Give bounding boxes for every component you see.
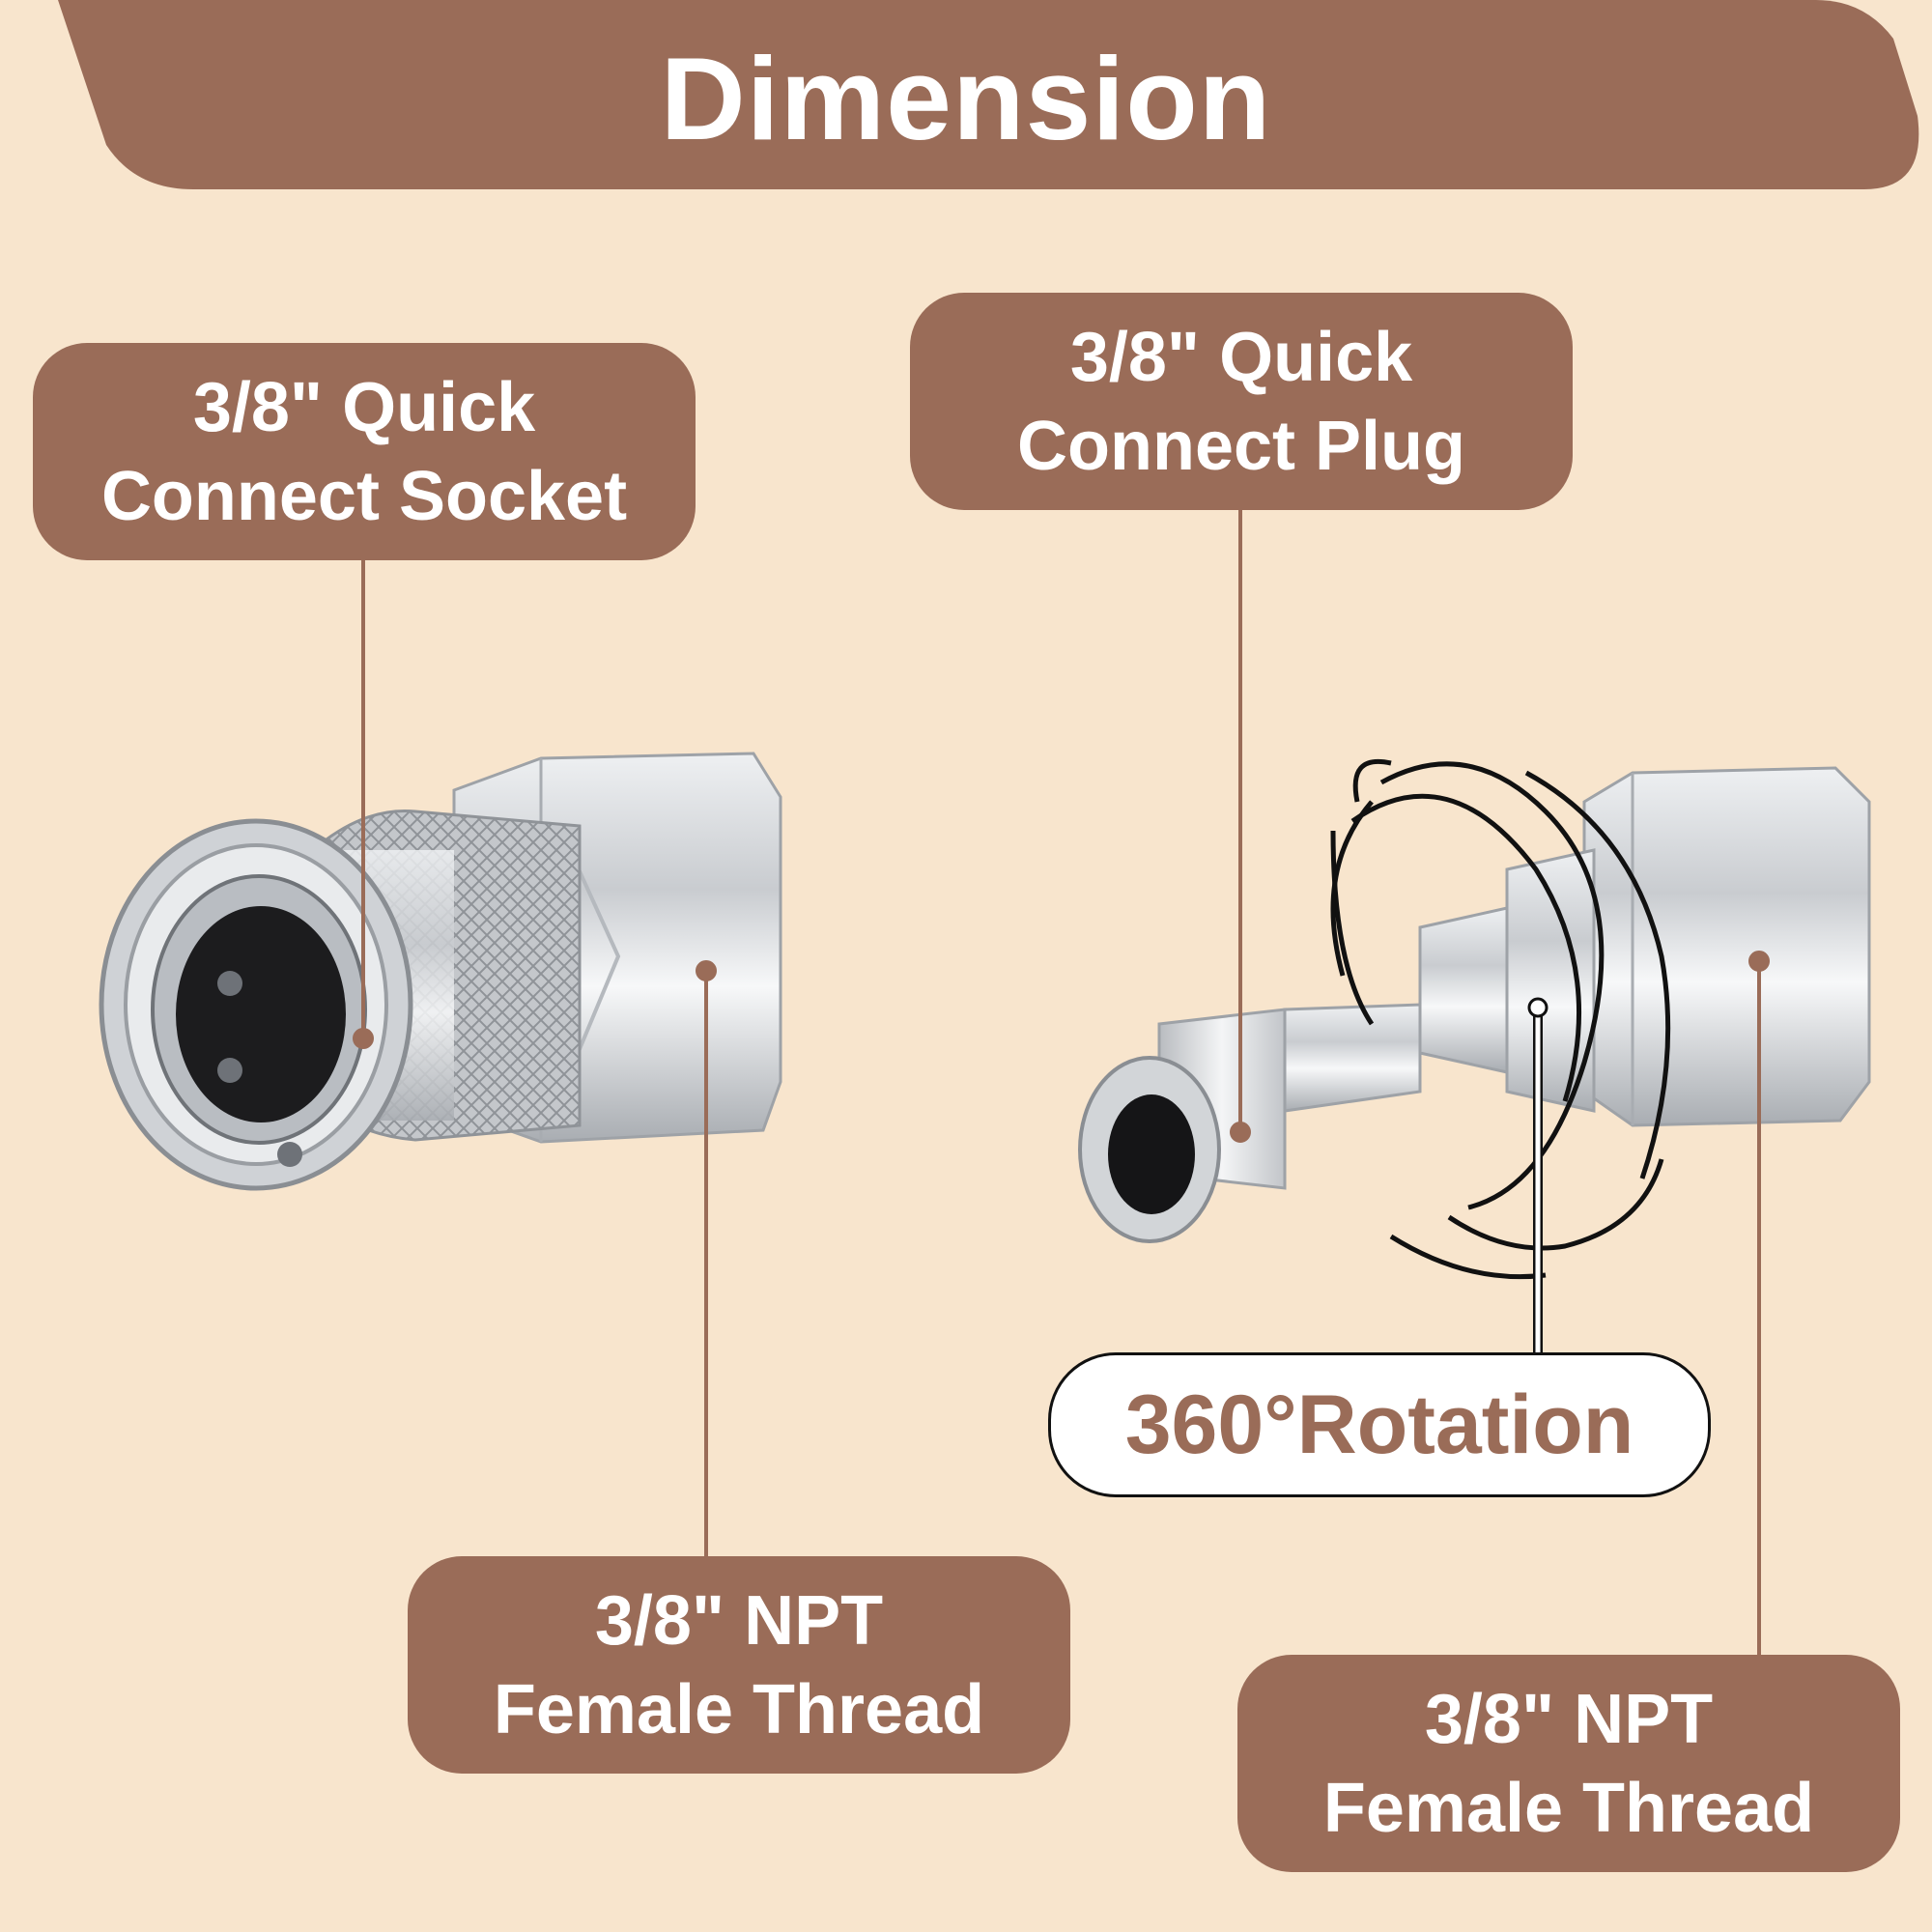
label-line: Connect Socket (100, 457, 628, 535)
label-line: 3/8" Quick (1069, 318, 1413, 396)
header-banner (58, 0, 1919, 189)
quick-connect-socket-image (99, 752, 782, 1191)
rotation-swirl-icon (1330, 758, 1671, 1280)
label-quick-connect-plug: 3/8" Quick Connect Plug (910, 293, 1573, 510)
leader-lines (353, 509, 1770, 1655)
label-line: Female Thread (1322, 1769, 1815, 1847)
label-line: 3/8" NPT (594, 1581, 884, 1660)
label-line: Connect Plug (1017, 407, 1465, 485)
label-line: 3/8" NPT (1424, 1680, 1714, 1758)
label-npt-female-thread-right: 3/8" NPT Female Thread (1237, 1655, 1900, 1872)
rotation-pointer (1527, 997, 1548, 1355)
quick-connect-plug-image (1078, 758, 1871, 1280)
label-quick-connect-socket: 3/8" Quick Connect Socket (33, 343, 696, 560)
page-title: Dimension (660, 33, 1272, 164)
rotation-badge: 360°Rotation (1048, 1352, 1711, 1497)
label-line: Female Thread (493, 1670, 985, 1748)
label-npt-female-thread-left: 3/8" NPT Female Thread (408, 1556, 1070, 1774)
label-line: 3/8" Quick (192, 368, 536, 446)
